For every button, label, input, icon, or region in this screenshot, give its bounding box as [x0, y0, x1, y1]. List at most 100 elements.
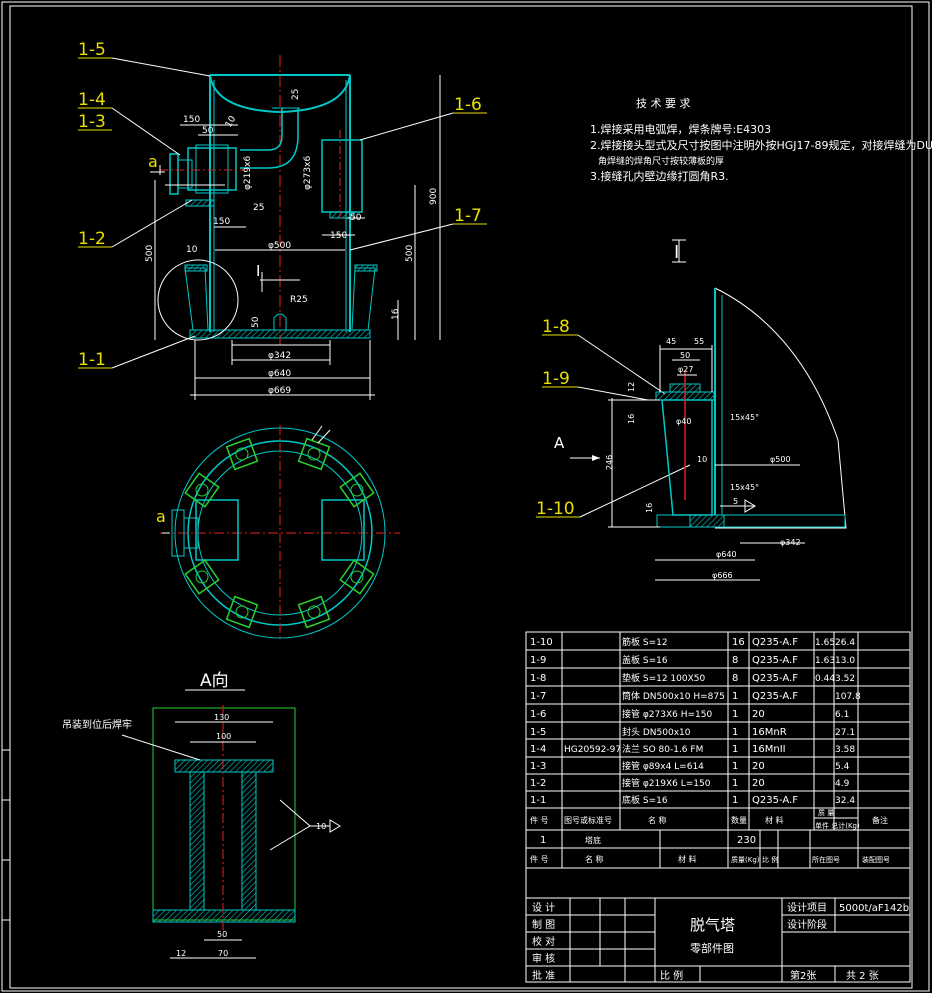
label-arrow-A: A: [554, 434, 565, 452]
bom-name: 法兰 SO 80-1.6 FM: [622, 743, 703, 755]
dim-500-b: 500: [405, 245, 415, 262]
bom-qty: 1: [732, 761, 738, 772]
ddim-10: 10: [697, 455, 707, 464]
callout-1-7: 1-7: [454, 206, 482, 226]
callout-1-3: 1-3: [78, 112, 106, 132]
ddim-12: 12: [627, 382, 636, 392]
ddim-50: 50: [680, 351, 690, 360]
bom-no: 1-7: [530, 691, 546, 702]
label-a-plan: a: [156, 507, 166, 526]
bom-h-name: 名 称: [648, 815, 667, 825]
bom-total: 13.0: [835, 656, 855, 666]
bom-h2-asm: 装配图号: [862, 855, 890, 864]
bom-total: 3.52: [835, 674, 855, 684]
tb-approve: 批 准: [532, 969, 555, 982]
callout-1-6: 1-6: [454, 95, 482, 115]
ddim-45: 45: [666, 337, 676, 346]
bom-total: 3.58: [835, 745, 855, 755]
adim-100: 100: [216, 732, 231, 741]
bom-h-note: 备注: [872, 815, 888, 825]
bom-qty: 16: [732, 637, 745, 648]
dim-50-b: 50: [350, 213, 362, 223]
tb-stage-label: 设计阶段: [787, 918, 827, 931]
dim-25-b: 25: [253, 203, 264, 213]
bom-qty: 1: [732, 744, 738, 755]
callout-1-5: 1-5: [78, 40, 106, 60]
bom-h2-no: 件 号: [530, 854, 549, 864]
detail-I-view: [570, 239, 847, 581]
bom-total: 6.1: [835, 710, 849, 720]
bom-mat: 20: [752, 761, 765, 772]
bom-std: HG20592-97: [564, 745, 621, 755]
ddim-chamfer-a: 15x45°: [730, 413, 759, 422]
bom-unit: 1.63: [815, 656, 835, 666]
bom-name: 底板 S=16: [622, 794, 668, 806]
bom-name: 接管 φ89x4 L=614: [622, 760, 704, 772]
dim-50-a: 50: [202, 126, 214, 136]
bom-no: 1-10: [530, 637, 553, 648]
ddim-55: 55: [694, 337, 704, 346]
callout-1-10: 1-10: [536, 499, 575, 519]
tb-draw: 制 图: [532, 918, 555, 931]
tb-project-label: 设计项目: [787, 901, 827, 914]
ddim-5: 5: [733, 497, 738, 506]
bom-qty: 8: [732, 673, 738, 684]
bom-qty: 1: [732, 709, 738, 720]
bom-mat: Q235-A.F: [752, 691, 798, 702]
bom-h-weight-top: 质 量: [818, 808, 834, 817]
ddim-16-b: 16: [645, 503, 654, 513]
asm-weight: 230: [737, 835, 756, 846]
tb-name: 脱气塔: [690, 916, 735, 934]
dim-10-a: 10: [224, 114, 239, 129]
label-section-I: I: [256, 262, 260, 280]
dim-phi273: φ273x6: [303, 156, 313, 190]
bom-h2-mat: 材 料: [678, 854, 697, 864]
bom-h-no: 件 号: [530, 815, 549, 825]
dim-r25: R25: [290, 295, 308, 305]
callout-1-8: 1-8: [542, 317, 570, 337]
tech-line-4: 3.接缝孔内壁边缘打圆角R3.: [590, 169, 729, 183]
bom-mat: Q235-A.F: [752, 655, 798, 666]
bom-qty: 1: [732, 795, 738, 806]
bom-total: 32.4: [835, 796, 855, 806]
callout-1-4: 1-4: [78, 90, 106, 110]
bom-h2-weight: 质量(Kg): [731, 855, 760, 864]
bom-h2-name: 名 称: [585, 854, 604, 864]
dim-150-c: 150: [330, 231, 347, 241]
ddim-246: 246: [605, 455, 614, 470]
bom-qty: 1: [732, 727, 738, 738]
bom-unit: 1.65: [815, 638, 835, 648]
ddim-phi27: φ27: [678, 365, 693, 374]
dim-25: 25: [291, 89, 301, 100]
bom-mat: 16MnII: [752, 744, 786, 755]
bom-h-std: 图号或标准号: [564, 815, 612, 825]
dim-10-b: 10: [186, 245, 198, 255]
asm-no: 1: [540, 835, 546, 846]
bom-h2-drawing: 所在图号: [812, 855, 840, 864]
ddim-phi666: φ666: [712, 571, 733, 580]
dim-phi500: φ500: [268, 241, 291, 251]
bom-table: [525, 631, 911, 983]
asm-name: 塔底: [585, 835, 601, 845]
bom-name: 垫板 S=12 100X50: [622, 672, 705, 684]
callout-1-1: 1-1: [78, 350, 106, 370]
ddim-phi500: φ500: [770, 455, 791, 464]
bom-no: 1-4: [530, 744, 546, 755]
bom-qty: 1: [732, 778, 738, 789]
bom-name: 接管 φ273X6 H=150: [622, 708, 712, 720]
bom-mat: Q235-A.F: [752, 795, 798, 806]
dim-500-a: 500: [145, 245, 155, 262]
adim-50: 50: [217, 930, 227, 939]
bom-h-qty: 数量: [731, 815, 747, 825]
dim-phi669: φ669: [268, 386, 291, 396]
a-direction-view: [121, 689, 341, 959]
tb-design: 设 计: [532, 901, 555, 914]
ddim-chamfer-b: 15x45°: [730, 483, 759, 492]
ddim-phi342: φ342: [780, 538, 801, 547]
tech-line-3: 角焊缝的焊角尺寸按较薄板的厚: [598, 155, 724, 167]
bom-no: 1-6: [530, 709, 546, 720]
ddim-16-a: 16: [627, 414, 636, 424]
bom-total: 5.4: [835, 762, 850, 772]
bom-no: 1-3: [530, 761, 546, 772]
